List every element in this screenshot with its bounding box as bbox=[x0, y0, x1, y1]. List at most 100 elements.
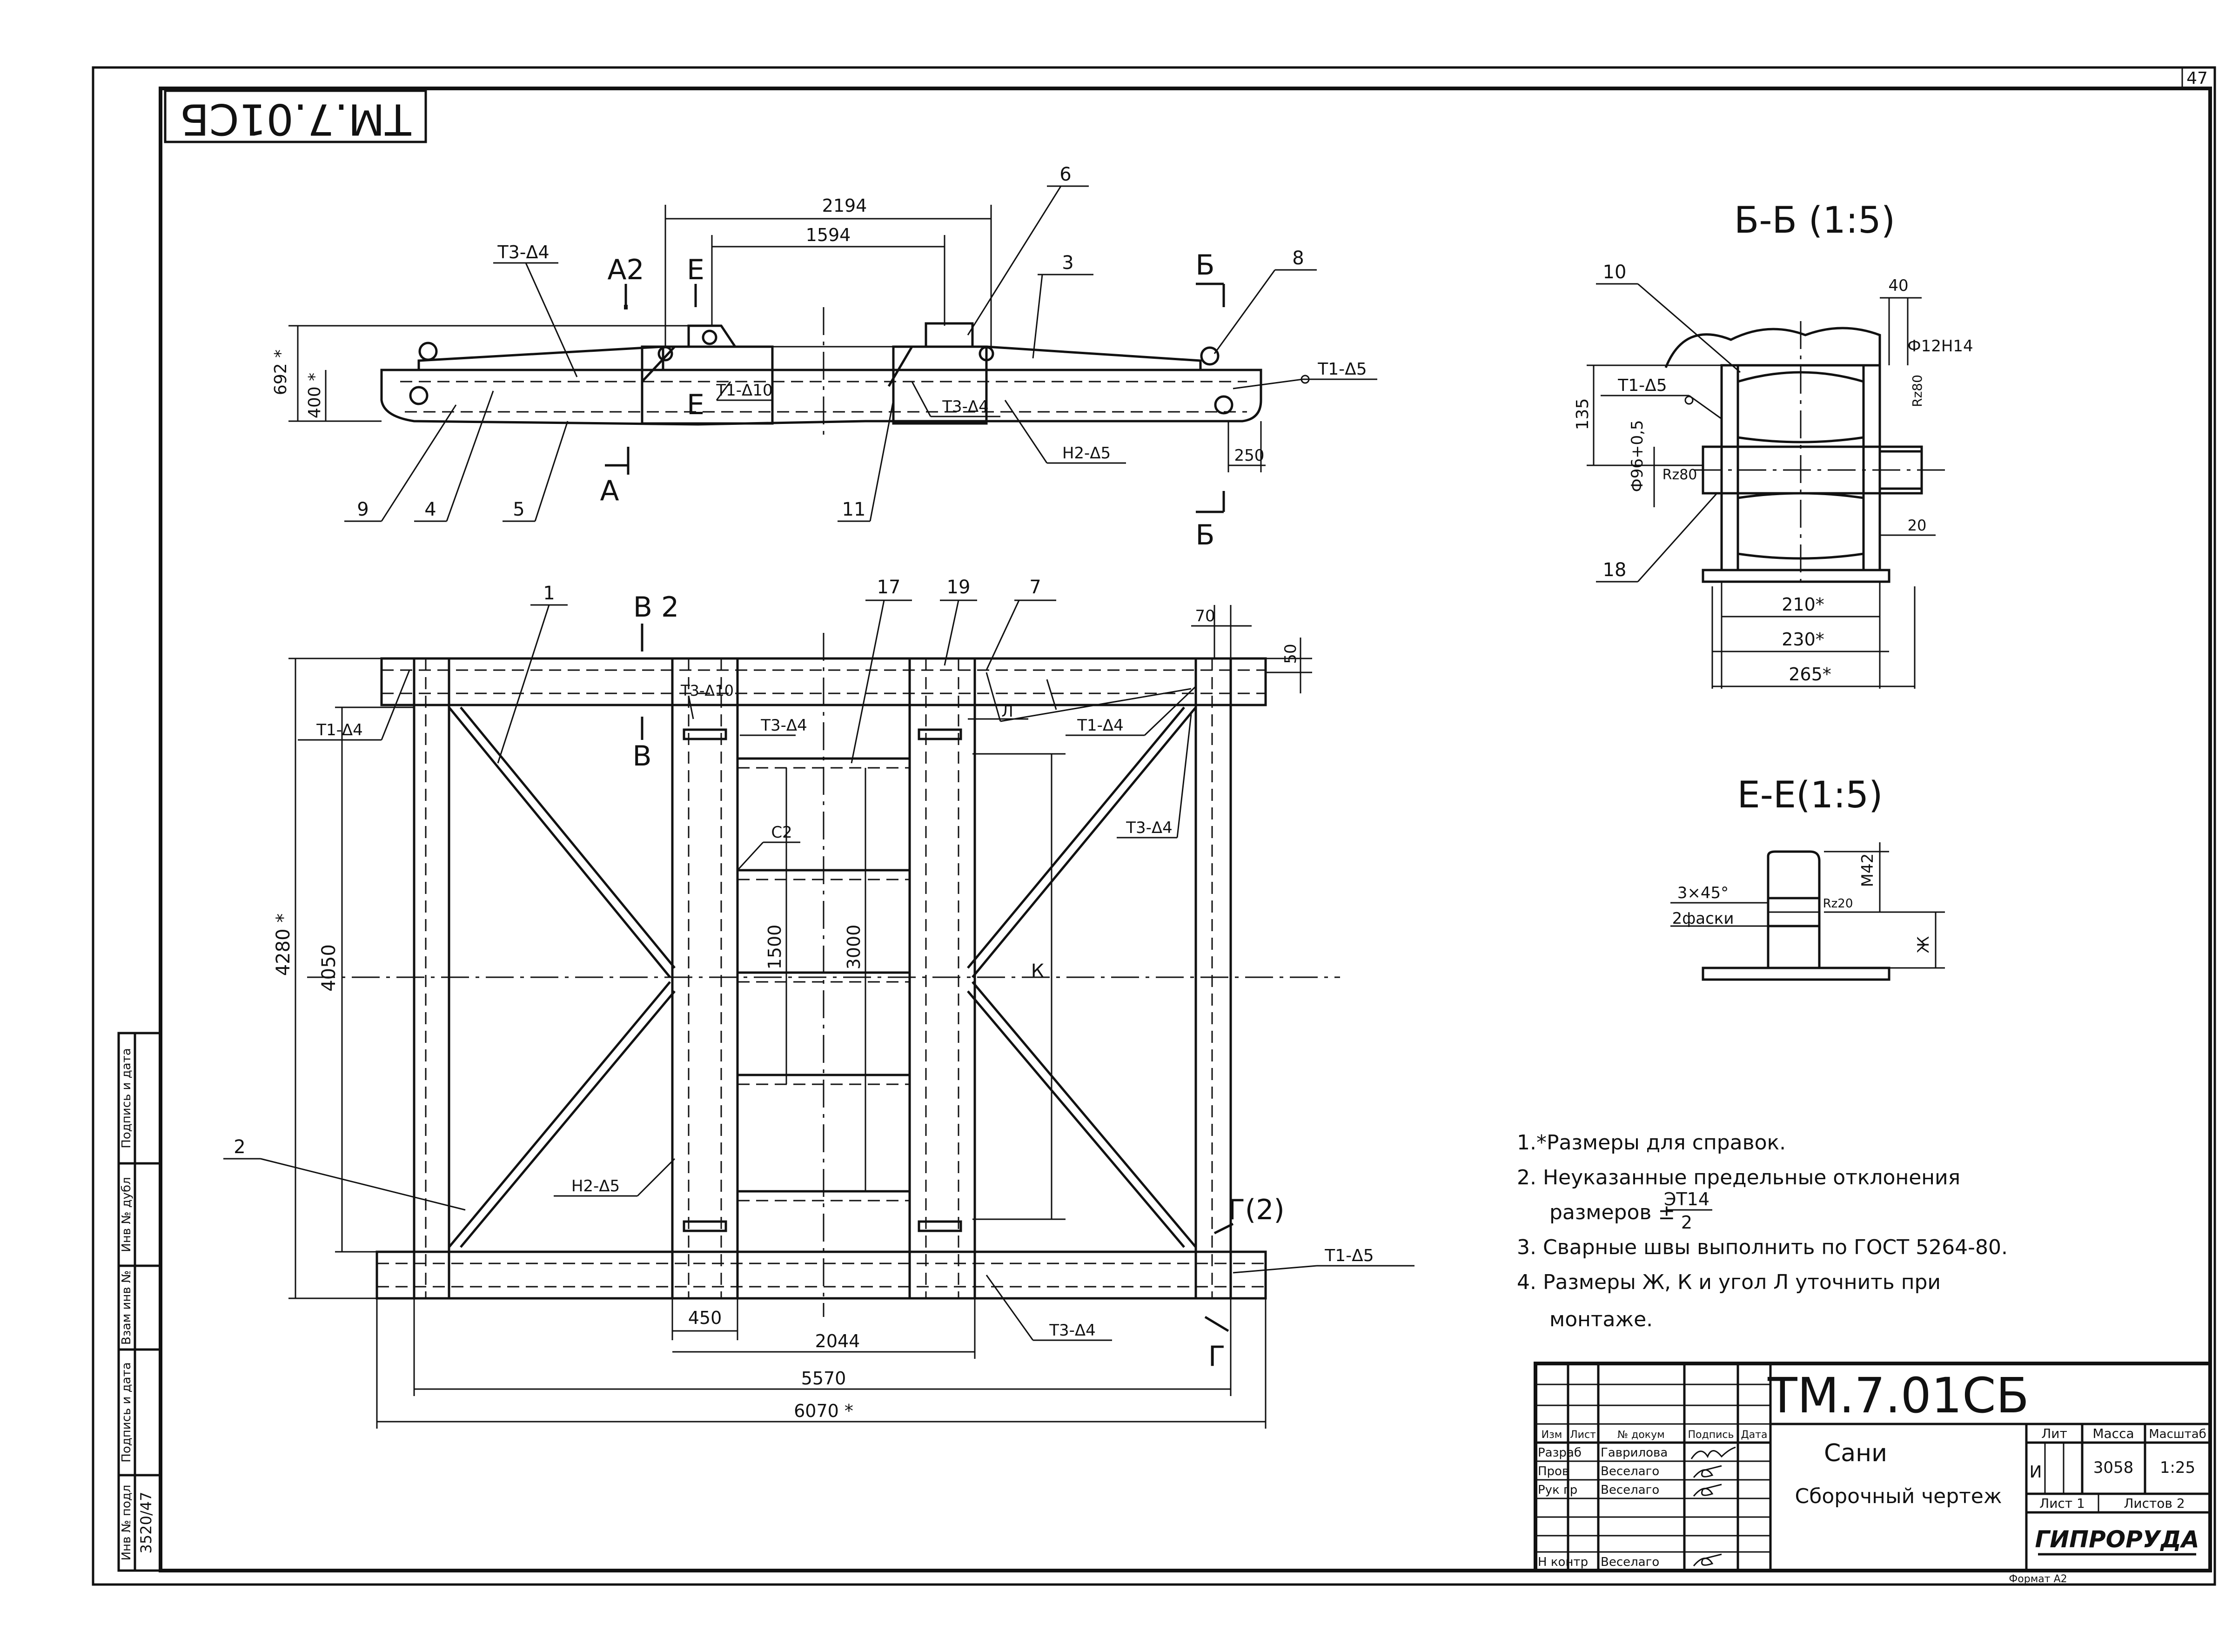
note-4b: монтаже. bbox=[1549, 1308, 1653, 1331]
tb-doc-type: Сборочный чертеж bbox=[1795, 1484, 2002, 1508]
part-8: 8 bbox=[1292, 248, 1304, 269]
tolerance-denominator: 2 bbox=[1681, 1212, 1692, 1233]
rz20: Rz20 bbox=[1823, 897, 1853, 911]
dim-4280: 4280 * bbox=[273, 913, 294, 976]
weld-plan-6: Н2-Δ5 bbox=[571, 1177, 620, 1195]
weld-side-3: Т3-Δ4 bbox=[942, 397, 989, 416]
section-bb: Б-Б (1:5) 135 Ф96+0,5 Rz80 40 Ф12Н14 Rz8… bbox=[1573, 200, 1973, 689]
note-3: 3. Сварные швы выполнить по ГОСТ 5264-80… bbox=[1517, 1236, 2008, 1259]
dim-5570: 5570 bbox=[801, 1368, 846, 1389]
weld-plan-5: Т3-Δ4 bbox=[1126, 819, 1173, 837]
tb-scale-value: 1:25 bbox=[2160, 1458, 2195, 1477]
signature-1 bbox=[1690, 1446, 1736, 1459]
tb-role-4: Н контр bbox=[1538, 1555, 1588, 1569]
label-K: К bbox=[1031, 960, 1044, 982]
stamp-label-2: Подпись и дата bbox=[120, 1362, 134, 1462]
tb-person-2: Веселаго bbox=[1601, 1464, 1659, 1478]
dim-230: 230* bbox=[1782, 629, 1824, 650]
tb-name: Сани bbox=[1824, 1439, 1887, 1467]
section-V: В bbox=[632, 740, 651, 772]
dim-3000: 3000 bbox=[844, 925, 864, 970]
tb-role-3: Рук гр bbox=[1538, 1483, 1577, 1497]
rz80-right: Rz80 bbox=[1910, 375, 1925, 407]
weld-plan-8: Т3-Δ4 bbox=[1049, 1321, 1096, 1340]
part-10: 10 bbox=[1603, 262, 1627, 283]
side-stamp: Инв № подл Подпись и дата Взам инв № Инв… bbox=[117, 1032, 162, 1572]
dim-50: 50 bbox=[1281, 644, 1300, 664]
stamp-inv-value: 3520/47 bbox=[137, 1492, 155, 1554]
tb-person-4: Веселаго bbox=[1601, 1555, 1659, 1569]
weld-plan-2: Т3-Δ4 bbox=[760, 716, 807, 735]
weld-side-5: Т1-Δ5 bbox=[1317, 360, 1367, 379]
tolerance-numerator: ЭТ14 bbox=[1664, 1189, 1709, 1209]
rotated-code: ТМ.7.01СБ bbox=[180, 94, 411, 144]
dim-250: 250 bbox=[1234, 446, 1265, 465]
dim-20: 20 bbox=[1908, 517, 1927, 534]
tb-mass-value: 3058 bbox=[2093, 1458, 2134, 1477]
section-bb-title: Б-Б (1:5) bbox=[1734, 200, 1895, 242]
tb-head-date: Дата bbox=[1741, 1429, 1768, 1441]
part-2: 2 bbox=[234, 1136, 245, 1158]
dim-450: 450 bbox=[688, 1308, 722, 1328]
dim-phi12: Ф12Н14 bbox=[1907, 337, 1973, 356]
signature-2 bbox=[1693, 1465, 1722, 1478]
part-7: 7 bbox=[1029, 577, 1041, 598]
inner-frame bbox=[159, 87, 2212, 1572]
weld-plan-1: Т3-Δ10 bbox=[680, 682, 734, 699]
sheet-number: 47 bbox=[2186, 69, 2208, 88]
rotated-code-stamp: ТМ.7.01СБ bbox=[164, 89, 427, 144]
tb-sheets: Листов 2 bbox=[2124, 1496, 2185, 1511]
section-ee-title: Е-Е(1:5) bbox=[1737, 774, 1883, 816]
outer-frame bbox=[92, 66, 2216, 1586]
stamp-label-3: Взам инв № bbox=[120, 1270, 134, 1345]
weld-plan-3: Т1-Δ4 bbox=[316, 721, 363, 739]
part-3: 3 bbox=[1062, 252, 1073, 274]
note-4a: 4. Размеры Ж, К и угол Л уточнить при bbox=[1517, 1270, 1941, 1294]
weld-bb: Т1-Δ5 bbox=[1617, 376, 1667, 395]
section-A2: А2 bbox=[607, 254, 644, 286]
weld-plan-4: Т1-Δ4 bbox=[1077, 716, 1124, 735]
dim-phi96: Ф96+0,5 bbox=[1628, 420, 1647, 492]
weld-side-2: Т1-Δ10 bbox=[716, 381, 772, 400]
tb-head-izm: Изм bbox=[1542, 1429, 1562, 1441]
dim-210: 210* bbox=[1782, 594, 1824, 615]
side-view: 2194 1594 692 * 400 * 250 Т3-Δ4 Т1-Δ10 Т… bbox=[271, 164, 1377, 551]
tb-scale-label: Масштаб bbox=[2149, 1427, 2206, 1441]
thread-m42: М42 bbox=[1858, 853, 1877, 887]
chamfer-2: 2фаски bbox=[1672, 909, 1734, 928]
label-C2: С2 bbox=[771, 823, 792, 842]
tb-role-1: Разраб bbox=[1538, 1446, 1582, 1460]
signature-3 bbox=[1693, 1484, 1722, 1497]
part-18: 18 bbox=[1603, 559, 1627, 581]
weld-side-4: Н2-Δ5 bbox=[1062, 444, 1111, 463]
dim-1594: 1594 bbox=[806, 225, 851, 245]
dim-40: 40 bbox=[1888, 276, 1908, 295]
plan-view: 4280 * 4050 1500 3000 К 70 50 450 2044 5… bbox=[223, 577, 1414, 1429]
section-B-bottom: Б bbox=[1195, 519, 1214, 551]
tb-person-1: Гаврилова bbox=[1601, 1446, 1668, 1460]
label-L: Л bbox=[1001, 702, 1013, 721]
tb-role-2: Пров bbox=[1538, 1464, 1569, 1478]
section-V2: В 2 bbox=[633, 591, 679, 624]
company-logo: ГИПРОРУДА bbox=[2035, 1526, 2199, 1553]
section-E-top: Е bbox=[687, 254, 704, 286]
part-17: 17 bbox=[877, 577, 901, 598]
tb-head-sign: Подпись bbox=[1688, 1429, 1734, 1441]
section-B-top: Б bbox=[1195, 249, 1214, 282]
dim-1500: 1500 bbox=[764, 925, 785, 970]
dim-2194: 2194 bbox=[822, 195, 867, 216]
sheet-number-box: 47 bbox=[2181, 67, 2208, 88]
dim-4050: 4050 bbox=[318, 944, 340, 992]
rz80-left: Rz80 bbox=[1662, 467, 1697, 483]
weld-side-1: Т3-Δ4 bbox=[497, 242, 549, 262]
dim-6070: 6070 * bbox=[794, 1401, 853, 1421]
part-5: 5 bbox=[513, 499, 524, 520]
note-2a: 2. Неуказанные предельные отклонения bbox=[1517, 1166, 1960, 1189]
stamp-label-1: Инв № подл bbox=[120, 1485, 134, 1561]
dim-70: 70 bbox=[1195, 607, 1215, 625]
note-1: 1.*Размеры для справок. bbox=[1517, 1131, 1786, 1155]
dim-692: 692 * bbox=[271, 349, 290, 395]
stamp-label-4: Инв № дубл bbox=[120, 1177, 134, 1252]
tb-person-3: Веселаго bbox=[1601, 1483, 1659, 1497]
